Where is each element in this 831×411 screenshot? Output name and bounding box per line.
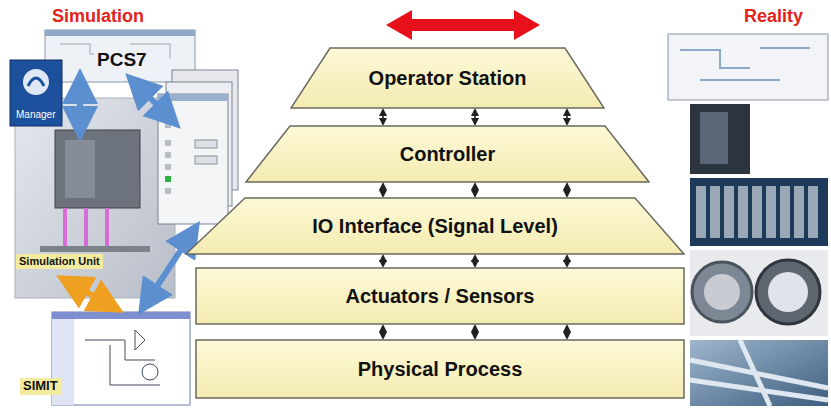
controller-module	[55, 130, 140, 208]
signal-arrow	[566, 110, 568, 124]
signal-arrow	[382, 326, 384, 338]
link-arrow	[148, 236, 190, 300]
signal-arrow	[382, 256, 384, 266]
layer-band: IO Interface (Signal Level)	[185, 197, 685, 255]
signal-arrow	[382, 110, 384, 124]
signal-arrow	[566, 184, 568, 196]
red-double-arrow	[386, 10, 540, 40]
status-windows	[158, 70, 238, 224]
side-heading: Simulation	[52, 6, 144, 27]
layer-band: Operator Station	[290, 47, 605, 109]
part-label: PCS7	[94, 48, 150, 72]
operator-screen-photo	[668, 34, 828, 100]
signal-arrow	[474, 184, 476, 196]
signal-arrow	[474, 256, 476, 266]
pipes-photo	[690, 340, 828, 406]
simulation-panel	[15, 98, 175, 298]
band-label: IO Interface (Signal Level)	[312, 215, 558, 238]
band-label: Controller	[400, 143, 496, 166]
manager-icon	[10, 60, 62, 126]
link-arrow	[72, 284, 108, 304]
signal-arrow	[474, 326, 476, 338]
signal-arrow	[566, 326, 568, 338]
signal-arrow	[474, 110, 476, 124]
link-arrow	[77, 86, 83, 124]
layer-band: Actuators / Sensors	[195, 267, 685, 325]
controller-photo	[690, 104, 750, 174]
signal-arrow	[566, 256, 568, 266]
side-heading: Reality	[744, 6, 803, 27]
band-label: Actuators / Sensors	[346, 285, 535, 308]
band-label: Physical Process	[358, 358, 523, 381]
signal-arrow	[382, 184, 384, 196]
layer-band: Physical Process	[195, 339, 685, 399]
part-label: SIMIT	[20, 378, 61, 395]
layer-band: Controller	[245, 125, 650, 183]
link-arrow	[138, 86, 168, 116]
sensors-photo	[690, 250, 828, 336]
band-label: Operator Station	[369, 67, 527, 90]
part-label: Simulation Unit	[16, 254, 103, 269]
simit-screenshot	[52, 312, 190, 405]
io-rack-photo	[690, 178, 828, 246]
part-label: Manager	[13, 108, 58, 122]
